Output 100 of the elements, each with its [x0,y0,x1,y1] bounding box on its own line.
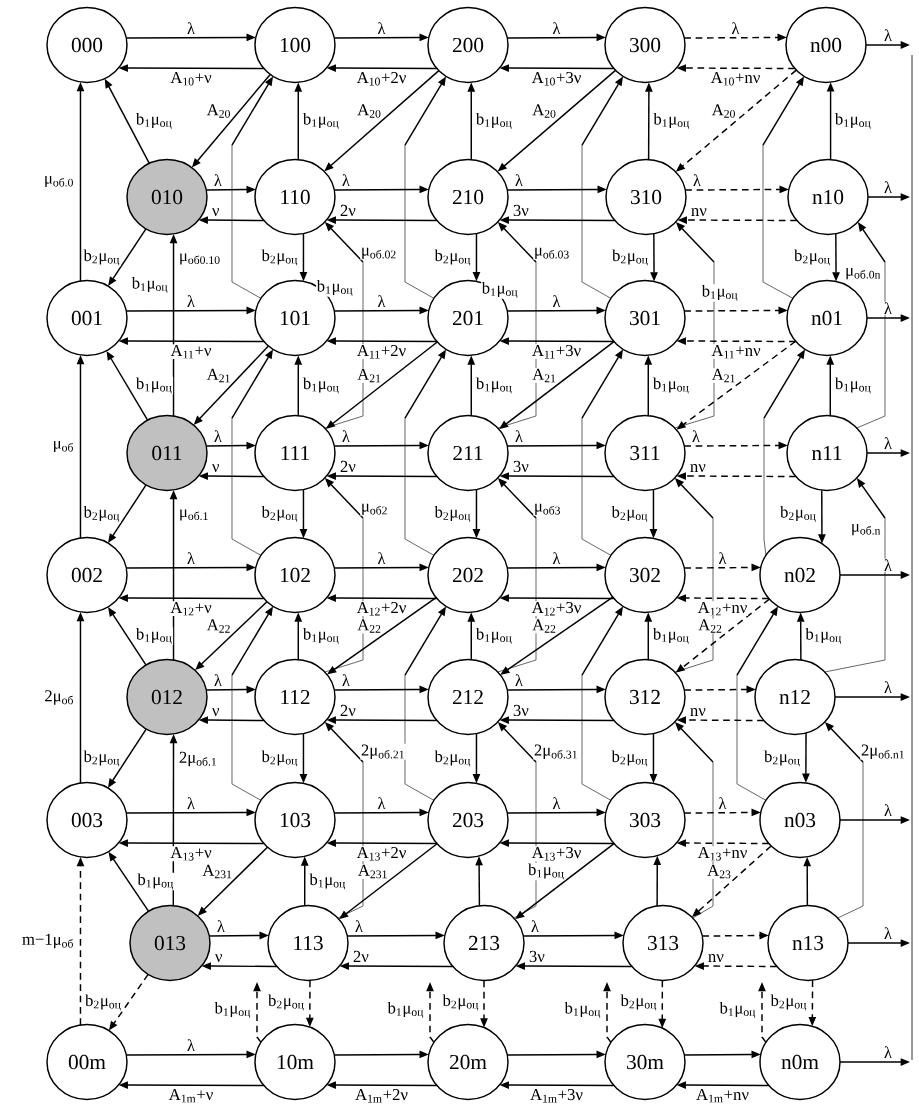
edge-label: A$_{13}$+3ν [531,846,582,862]
edge-label: A$_{1m}$+3ν [529,1088,584,1104]
edge-label: ν [211,707,221,717]
edge-label: 2μ$_{об.31}$ [533,743,579,760]
edge-label: λ [213,673,223,687]
edge-label: A$_{23}$ [706,864,733,879]
edge-label: λ [717,796,728,810]
edge-label: ν [211,463,221,473]
edge-label: 2μ$_{об.1}$ [178,751,219,767]
edge-label: λ [376,551,387,565]
edge-label: μ$_{об0.10}$ [178,252,222,266]
edge-label: 2ν [352,950,370,963]
edge-label: b$_{1}$μ$_{оц}$ [302,376,341,395]
edge-label: 2μ$_{об}$ [43,689,75,706]
edge-label: λ [216,919,226,933]
edge-label: λ [717,551,728,565]
edge-label: A$_{12}$+2ν [356,601,407,617]
edge-label: b$_{2}$μ$_{оц}$ [82,749,121,768]
edge-label: A$_{21}$ [206,368,232,383]
edge-label: b$_{2}$μ$_{оц}$ [610,749,649,768]
edge-label: λ [341,173,351,187]
edge-label: λ [551,21,562,35]
edge-label: λ [883,180,893,194]
edge-label: b$_{2}$μ$_{оц}$ [260,248,299,267]
edge-label: λ [186,294,196,308]
edge-label: A$_{22}$ [697,618,724,634]
edge-label: 3ν [528,950,546,963]
edge-label: A$_{20}$ [206,103,232,119]
edge-label: A$_{231}$ [201,864,234,879]
arrow [324,478,364,673]
edge-label: nν [689,463,707,473]
edge-label: b$_{1}$μ$_{оц}$ [308,872,347,891]
edge-label: A$_{10}$+3ν [531,71,582,87]
edge-label: b$_{2}$μ$_{оц}$ [441,993,480,1012]
edge-label: λ [213,429,223,443]
edge-label: λ [883,1045,893,1059]
edge-label: b$_{2}$μ$_{оц}$ [611,248,650,267]
edge-label: λ [514,173,524,187]
edge-label: λ [730,21,741,35]
edge-label: b$_{2}$μ$_{оц}$ [610,505,649,523]
edge-label: 3ν [512,704,530,717]
edge-label: μ$_{об.1}$ [178,508,210,522]
edge-label: b$_{1}$μ$_{оц}$ [804,627,843,645]
edge-label: b$_{2}$μ$_{оц}$ [769,993,808,1012]
edge-label: b$_{2}$μ$_{оц}$ [779,505,818,523]
edge-label: A$_{11}$+ν [169,344,213,359]
edge-label: λ [551,294,562,308]
edge-label: 2μ$_{об.n1}$ [860,743,906,760]
edge-label: b$_{2}$μ$_{оц}$ [260,505,299,523]
edge-label: A$_{11}$+nν [710,344,762,359]
arrow [497,222,537,429]
edge-label: μ$_{об2}$ [360,503,389,516]
edge-label: λ [883,926,893,940]
edge-label: b$_{2}$μ$_{оц}$ [619,993,658,1012]
edge-label: nν [690,207,708,217]
edge-label: A$_{231}$ [357,864,389,879]
edge-label: λ [213,173,223,187]
edge-label: b$_{1}$μ$_{оц}$ [718,1001,757,1019]
edge-label: m−1μ$_{об}$ [21,933,75,949]
edge-label: λ [186,796,196,810]
edge-label: A$_{20}$ [711,103,737,119]
edge-label: λ [883,28,893,42]
edge-label: A$_{13}$+2ν [356,846,407,862]
edge-label: μ$_{об.0n}$ [844,267,882,280]
edge-label: λ [883,803,893,817]
edge-label: λ [376,21,387,35]
edge-label: b$_{1}$μ$_{оц}$ [386,1001,425,1019]
edge-label: b$_{1}$μ$_{оц}$ [834,376,873,395]
edge-label: b$_{1}$μ$_{оц}$ [135,627,174,645]
edge-label: b$_{2}$μ$_{оц}$ [763,749,802,768]
edge-label: A$_{11}$+3ν [531,344,582,360]
edge-label: A$_{11}$+2ν [356,344,407,360]
edge-label: ν [214,953,224,963]
edge-label: b$_{2}$μ$_{оц}$ [267,993,306,1012]
arrow [824,478,886,673]
edge-label: 3ν [512,460,530,473]
edge-label: b$_{1}$μ$_{оц}$ [136,872,175,891]
edge-label: λ [692,173,702,187]
edge-label: A$_{1m}$+ν [168,1088,214,1103]
arrow [324,222,364,429]
edge-label: 2μ$_{об.21}$ [360,743,406,760]
arrow [327,596,437,675]
edge-label: b$_{2}$μ$_{оц}$ [84,993,123,1012]
arrow [497,478,537,673]
edge-label: b$_{1}$μ$_{оц}$ [135,376,174,395]
edge-label: b$_{1}$μ$_{оц}$ [302,627,341,645]
edge-label: λ [551,551,562,565]
arrow [674,478,714,673]
edge-label: μ$_{об}$ [52,440,75,453]
edge-label: λ [530,919,540,933]
edge-label: A$_{21}$ [531,368,558,383]
edge-label: b$_{1}$μ$_{оц}$ [527,862,566,881]
edge-label: A$_{12}$+3ν [531,601,582,617]
edge-label: A$_{21}$ [711,368,737,383]
edge-label: b$_{1}$μ$_{оц}$ [834,112,873,130]
edge-label: 3ν [512,204,530,217]
edge-label: λ [883,301,893,315]
edge-label: A$_{10}$+2ν [356,71,407,87]
edge-label: λ [551,796,562,810]
edge-label: b$_{1}$μ$_{оц}$ [213,1001,252,1019]
